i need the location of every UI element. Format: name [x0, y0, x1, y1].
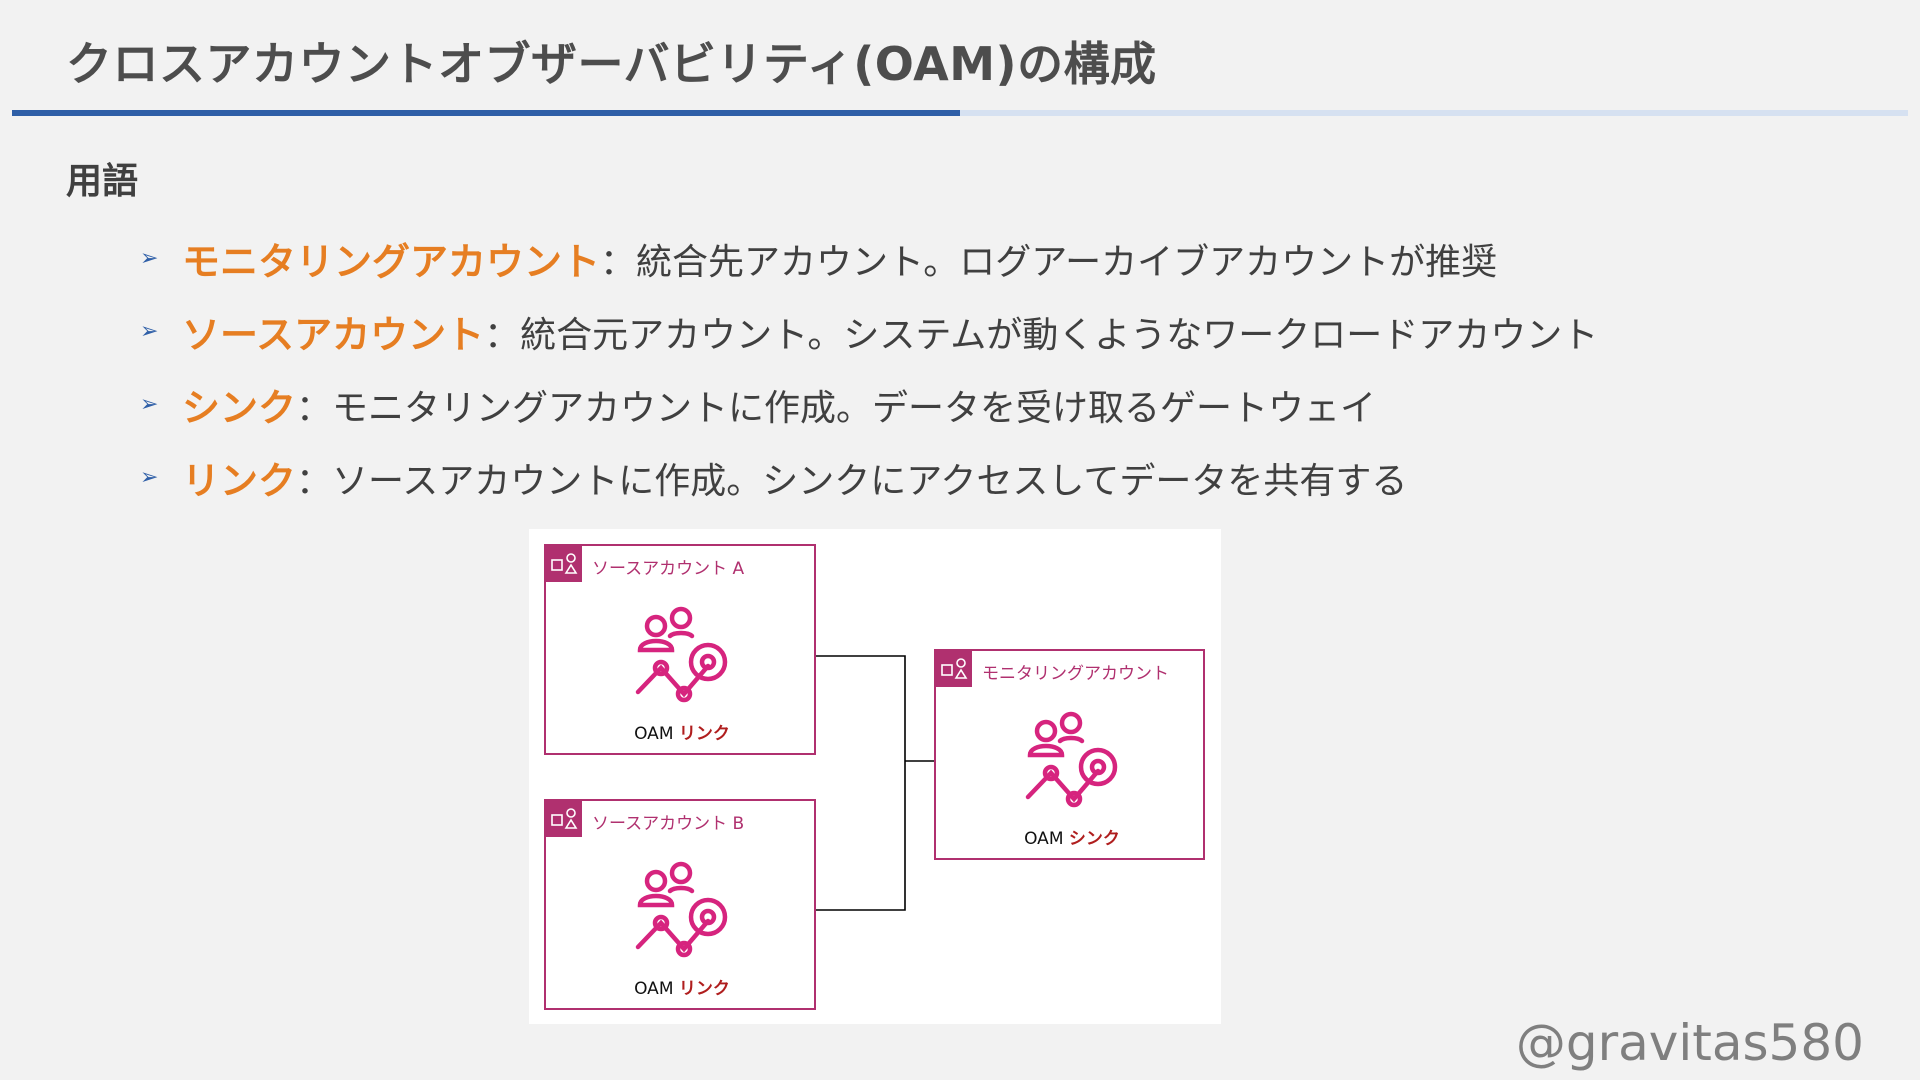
term-name: ソースアカウント: [182, 313, 485, 357]
arrow-bullet-icon: ➢: [140, 246, 159, 271]
term-name: リンク: [182, 459, 297, 503]
term-list: ➢ モニタリングアカウント ：統合先アカウント。ログアーカイブアカウントが推奨 …: [140, 222, 1598, 514]
arrow-bullet-icon: ➢: [140, 319, 159, 344]
term-item-link: ➢ リンク ：ソースアカウントに作成。シンクにアクセスしてデータを共有する: [140, 441, 1598, 514]
account-icon: [546, 546, 582, 582]
monitoring-account-box: モニタリングアカウント OAM シンク: [934, 649, 1205, 860]
arrow-bullet-icon: ➢: [140, 392, 159, 417]
term-name: モニタリングアカウント: [182, 240, 601, 284]
source-account-b-box: ソースアカウント B OAM リンク: [544, 799, 816, 1010]
term-name: シンク: [182, 386, 297, 430]
monitoring-caption: OAM シンク: [1024, 829, 1120, 849]
source-a-caption: OAM リンク: [634, 724, 730, 744]
source-account-a-box: ソースアカウント A OAM リンク: [544, 544, 816, 755]
term-description: ：統合先アカウント。ログアーカイブアカウントが推奨: [600, 241, 1498, 283]
term-item-source: ➢ ソースアカウント ：統合元アカウント。システムが動くようなワークロードアカウ…: [140, 295, 1598, 368]
monitoring-account-label: モニタリングアカウント: [982, 664, 1169, 684]
term-description: ：統合元アカウント。システムが動くようなワークロードアカウント: [484, 314, 1599, 356]
arrow-bullet-icon: ➢: [140, 465, 159, 490]
title-rule-primary: [12, 110, 960, 116]
account-icon: [546, 801, 582, 837]
source-b-caption: OAM リンク: [634, 979, 730, 999]
architecture-diagram: ソースアカウント A OAM リンク ソースアカウント B: [529, 529, 1221, 1024]
title-rule-secondary: [960, 110, 1908, 116]
term-item-sink: ➢ シンク ：モニタリングアカウントに作成。データを受け取るゲートウェイ: [140, 368, 1598, 441]
watermark: @gravitas580: [1515, 1014, 1864, 1072]
page-title: クロスアカウントオブザーバビリティ(OAM)の構成: [66, 37, 1157, 91]
account-icon: [936, 651, 972, 687]
source-account-b-label: ソースアカウント B: [592, 814, 745, 834]
cloudwatch-oam-icon: [635, 606, 728, 703]
cloudwatch-oam-icon: [1025, 711, 1118, 808]
term-item-monitoring: ➢ モニタリングアカウント ：統合先アカウント。ログアーカイブアカウントが推奨: [140, 222, 1598, 295]
term-description: ：モニタリングアカウントに作成。データを受け取るゲートウェイ: [296, 387, 1377, 429]
source-account-a-label: ソースアカウント A: [592, 559, 745, 579]
section-heading: 用語: [66, 161, 139, 202]
cloudwatch-oam-icon: [635, 861, 728, 958]
term-description: ：ソースアカウントに作成。シンクにアクセスしてデータを共有する: [296, 460, 1408, 502]
